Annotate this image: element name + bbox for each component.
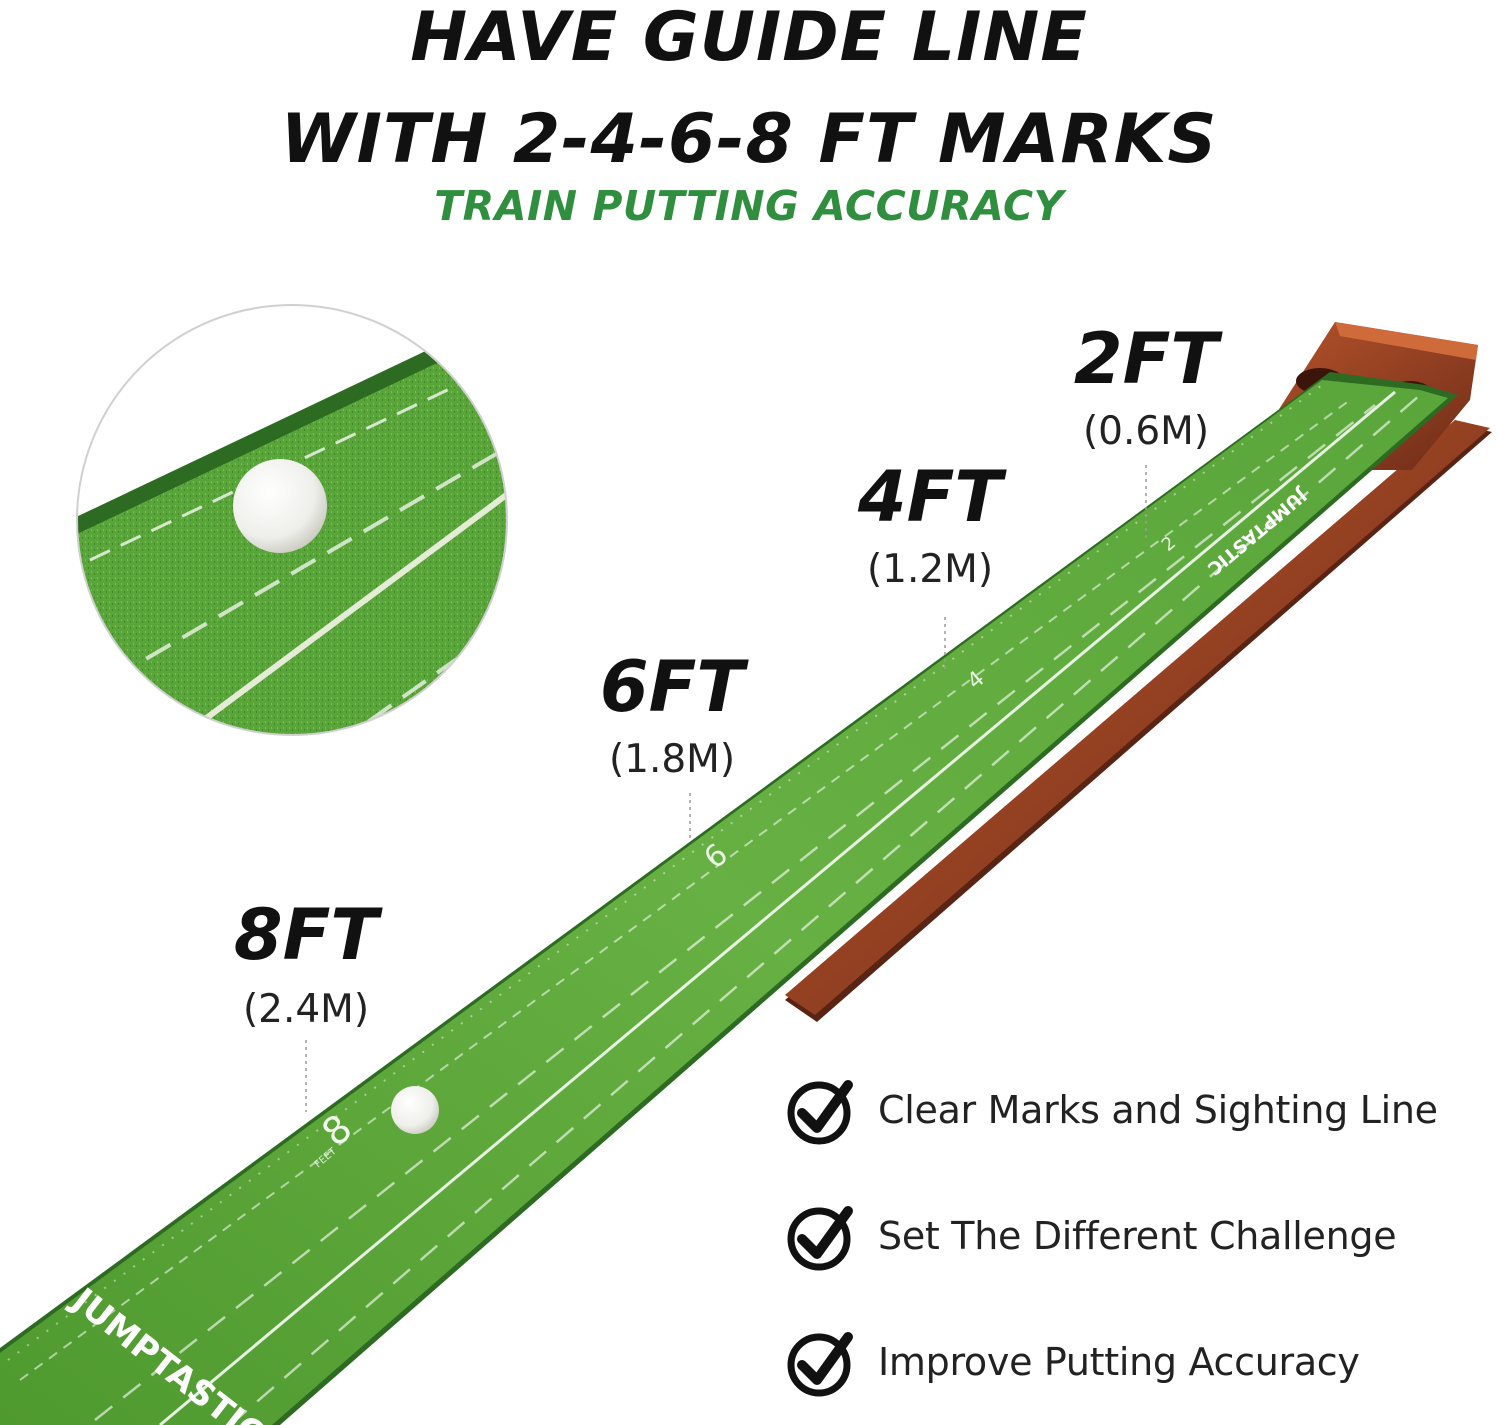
feature-text: Set The Different Challenge [878, 1214, 1397, 1258]
subtitle: TRAIN PUTTING ACCURACY [434, 182, 1064, 230]
putting-mat [0, 372, 1458, 1425]
leader-lines [305, 465, 1147, 1112]
zoom-inset [76, 304, 508, 736]
feature-item: Set The Different Challenge [786, 1200, 1397, 1272]
feature-text: Improve Putting Accuracy [878, 1340, 1360, 1384]
distance-4ft: 4FT [857, 456, 1003, 538]
check-circle-icon [787, 1080, 853, 1145]
golf-ball [391, 1086, 439, 1134]
distance-1-8m: (1.8M) [608, 737, 736, 782]
distance-2ft: 2FT [1073, 318, 1219, 400]
check-circle-icon [787, 1332, 853, 1397]
distance-6ft: 6FT [599, 646, 745, 728]
distance-8ft: 8FT [233, 894, 379, 976]
headline-line-1: HAVE GUIDE LINE [410, 0, 1088, 77]
distance-2-4m: (2.4M) [242, 987, 370, 1032]
feature-item: Improve Putting Accuracy [786, 1326, 1360, 1398]
headline-line-2: WITH 2-4-6-8 FT MARKS [280, 100, 1218, 179]
distance-1-2m: (1.2M) [866, 547, 994, 592]
feature-item: Clear Marks and Sighting Line [786, 1074, 1438, 1146]
check-circle-icon [787, 1206, 853, 1271]
feature-text: Clear Marks and Sighting Line [878, 1088, 1438, 1132]
distance-0-6m: (0.6M) [1082, 409, 1210, 454]
